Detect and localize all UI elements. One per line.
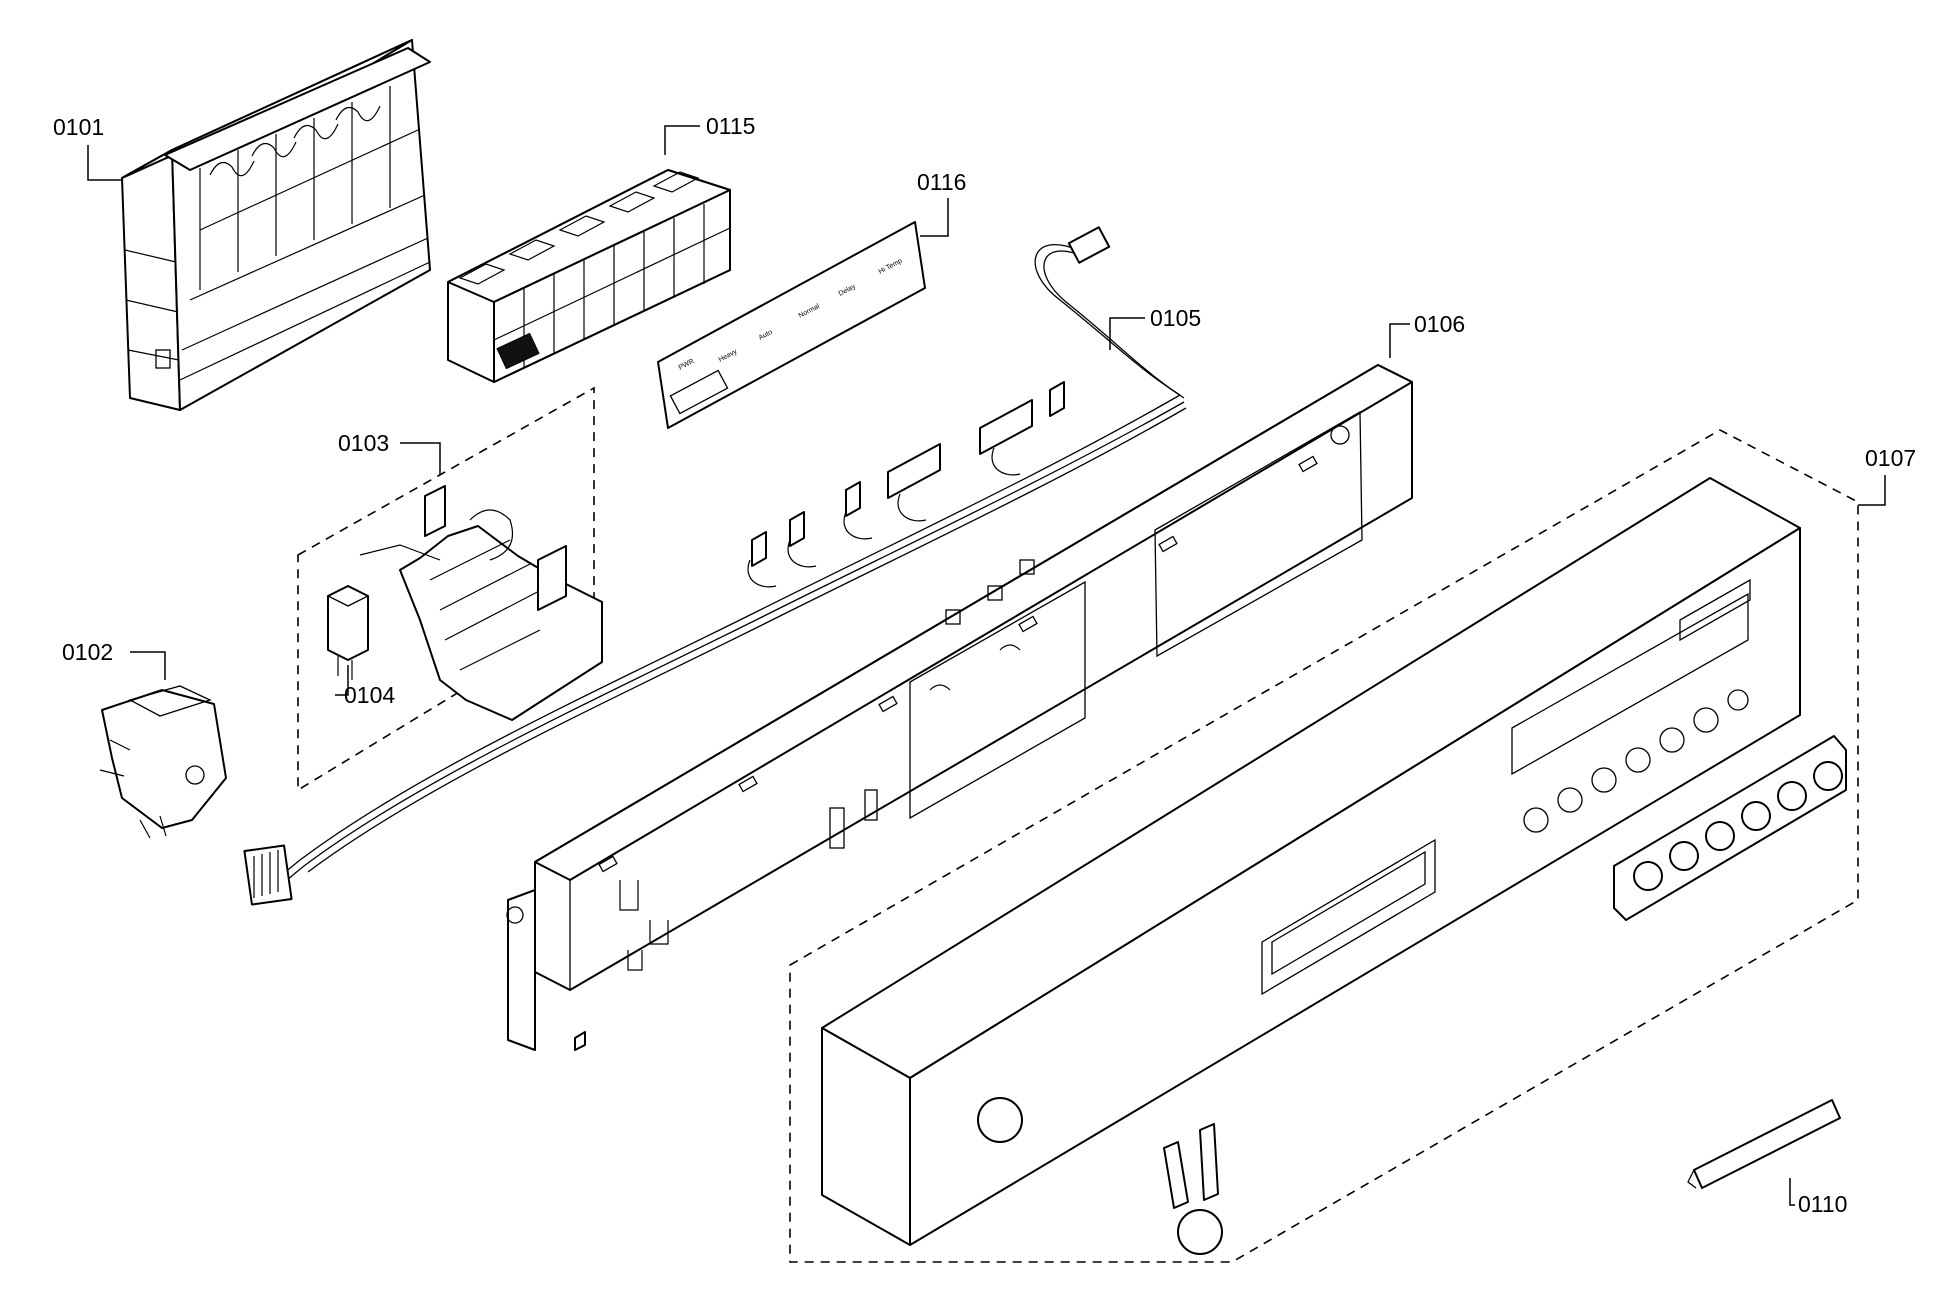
part-button-strip (1613, 735, 1847, 921)
callout-0110: 0110 (1798, 1191, 1847, 1217)
part-0106-frame (506, 364, 1413, 1051)
callout-0103: 0103 (338, 430, 389, 456)
part-0107-fascia-panel (821, 477, 1801, 1246)
harness-connectors (747, 381, 1065, 588)
callout-0102: 0102 (62, 639, 113, 665)
callout-0105: 0105 (1150, 305, 1201, 331)
callout-0115: 0115 (706, 113, 755, 139)
part-0101-control-module (121, 39, 431, 411)
part-0115-key-module (447, 169, 731, 383)
part-0103-module-assembly (359, 485, 603, 721)
part-0116-label-foil: PWR Heavy Auto Normal Delay Hi Temp (657, 221, 926, 429)
callout-0106: 0106 (1414, 311, 1465, 337)
fascia-buttons (1523, 689, 1749, 833)
part-0110-trim-piece (1687, 1099, 1841, 1189)
part-0104-relay (326, 585, 370, 680)
callout-labels: 0101 0115 0116 0105 0106 0103 0107 0102 … (53, 113, 1916, 1217)
part-0105-wire-harness (243, 226, 1187, 906)
callout-0104: 0104 (344, 682, 395, 708)
part-door-handle (1163, 1123, 1223, 1255)
callout-0107: 0107 (1865, 445, 1916, 471)
part-0102-switch (99, 685, 227, 839)
callout-0116: 0116 (917, 169, 966, 195)
callout-0101: 0101 (53, 114, 104, 140)
group-outline-0107 (789, 429, 1859, 1263)
callout-leaders (87, 125, 1886, 1206)
